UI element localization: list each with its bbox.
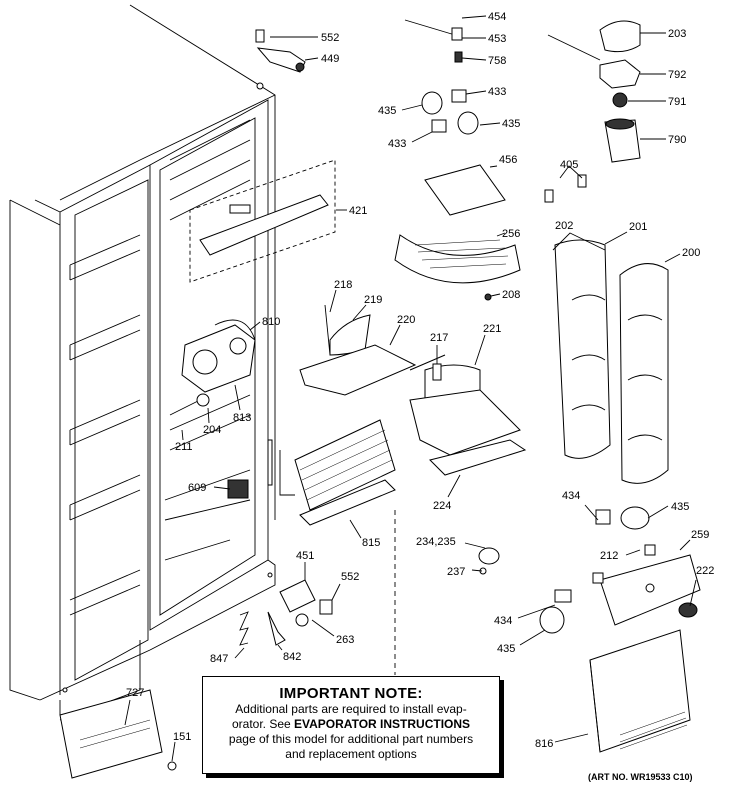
- callout-220: 220: [397, 314, 415, 326]
- callout-237: 237: [447, 566, 465, 578]
- callout-433: 433: [488, 86, 506, 98]
- callout-552-b: 552: [341, 571, 359, 583]
- callout-200: 200: [682, 247, 700, 259]
- callout-218: 218: [334, 279, 352, 291]
- callout-203: 203: [668, 28, 686, 40]
- callout-256: 256: [502, 228, 520, 240]
- note-line-1: Additional parts are required to install…: [235, 702, 467, 716]
- note-line-2: orator. See EVAPORATOR INSTRUCTIONS: [203, 717, 499, 732]
- callout-435-d: 435: [497, 643, 515, 655]
- callout-453: 453: [488, 33, 506, 45]
- callout-847: 847: [210, 653, 228, 665]
- callout-552: 552: [321, 32, 339, 44]
- light-shield-parts: [394, 164, 587, 301]
- callout-221: 221: [483, 323, 501, 335]
- callout-211: 211: [175, 441, 193, 453]
- fan-motor-parts: [169, 319, 273, 499]
- callout-842: 842: [283, 651, 301, 663]
- note-line-4: and replacement options: [285, 747, 417, 761]
- callout-609: 609: [188, 482, 206, 494]
- callout-263: 263: [336, 634, 354, 646]
- callout-454: 454: [488, 11, 506, 23]
- note-line-3: page of this model for additional part n…: [228, 732, 474, 746]
- callout-208: 208: [502, 289, 520, 301]
- callout-792: 792: [668, 69, 686, 81]
- callout-405: 405: [560, 159, 578, 171]
- callout-816: 816: [535, 738, 553, 750]
- callout-758: 758: [488, 55, 506, 67]
- callout-813: 813: [233, 412, 251, 424]
- callout-435-b: 435: [502, 118, 520, 130]
- callout-815: 815: [362, 537, 380, 549]
- callout-791: 791: [668, 96, 686, 108]
- misc-parts: [394, 363, 500, 675]
- note-line-2-text: orator. See: [231, 717, 295, 731]
- crisper-shelf-parts: [299, 304, 527, 476]
- callout-810: 810: [262, 316, 280, 328]
- note-title: IMPORTANT NOTE:: [279, 685, 423, 702]
- top-hinge-part: [255, 29, 306, 73]
- callout-790: 790: [668, 134, 686, 146]
- callout-224: 224: [433, 500, 451, 512]
- door-liner-parts: [554, 239, 669, 484]
- callout-727: 727: [126, 687, 144, 699]
- callout-212: 212: [600, 550, 618, 562]
- callout-201: 201: [629, 221, 647, 233]
- lower-light-parts: [539, 506, 701, 634]
- toe-grille-part: [59, 689, 177, 779]
- callout-222: 222: [696, 565, 714, 577]
- air-handler-part: [589, 629, 691, 753]
- evaporator-instructions-text: EVAPORATOR INSTRUCTIONS: [294, 717, 471, 731]
- callout-449: 449: [321, 53, 339, 65]
- lower-hinge-parts: [239, 579, 333, 646]
- callout-435: 435: [378, 105, 396, 117]
- callout-435-c: 435: [671, 501, 689, 513]
- light-socket-parts: [404, 19, 479, 135]
- leader-lines: [124, 15, 697, 762]
- callout-217: 217: [430, 332, 448, 344]
- callout-219: 219: [364, 294, 382, 306]
- callout-202: 202: [555, 220, 573, 232]
- art-number: (ART NO. WR19533 C10): [588, 772, 693, 782]
- callout-434-b: 434: [494, 615, 512, 627]
- callout-433-b: 433: [388, 138, 406, 150]
- important-note-box: IMPORTANT NOTE: Additional parts are req…: [202, 676, 500, 774]
- callout-456: 456: [499, 154, 517, 166]
- callout-259: 259: [691, 529, 709, 541]
- callout-434: 434: [562, 490, 580, 502]
- callout-204: 204: [203, 424, 221, 436]
- callout-234-235: 234,235: [416, 536, 456, 548]
- water-filter-parts: [547, 20, 641, 163]
- callout-151: 151: [173, 731, 191, 743]
- refrigerator-cabinet: [9, 4, 276, 721]
- callout-labels: 552 449 454 453 758 433 435 433 435 203 …: [126, 11, 714, 750]
- air-duct-assembly: [189, 159, 336, 283]
- callout-451: 451: [296, 550, 314, 562]
- callout-421: 421: [349, 205, 367, 217]
- evaporator-part: [279, 419, 396, 526]
